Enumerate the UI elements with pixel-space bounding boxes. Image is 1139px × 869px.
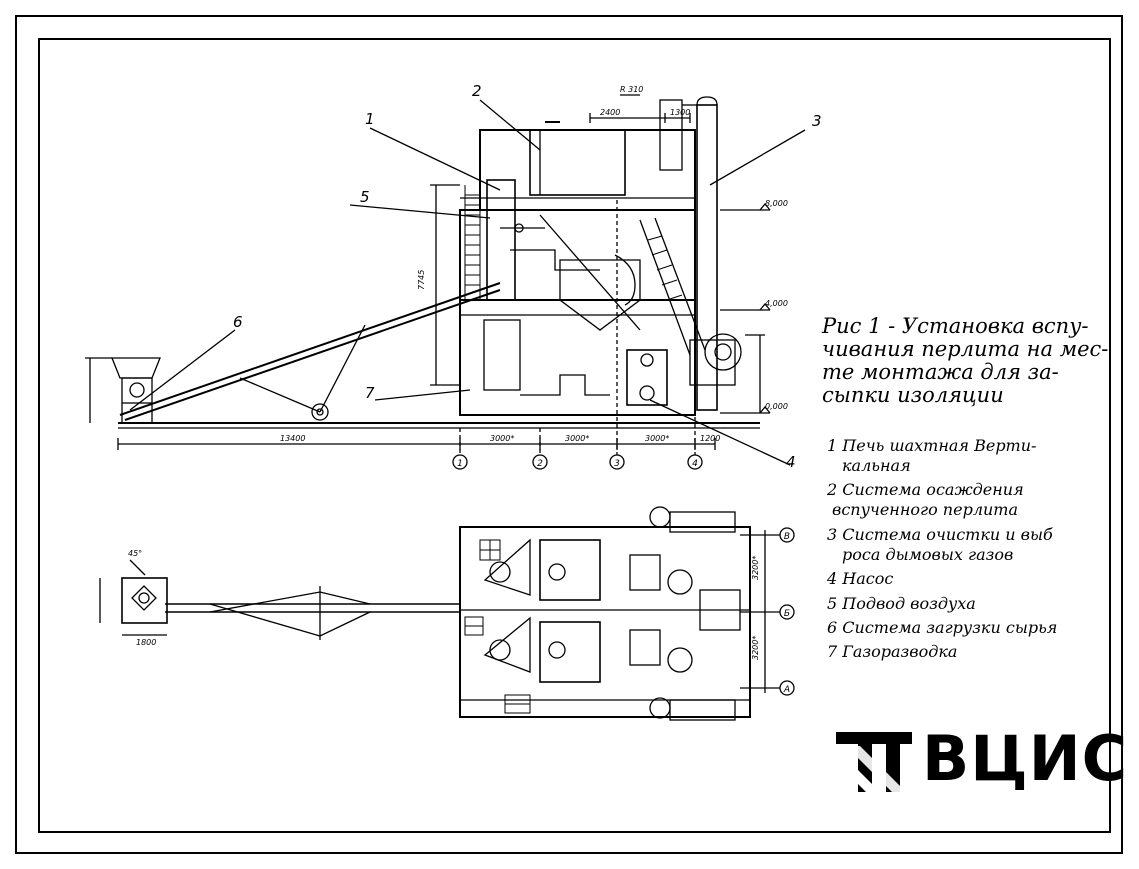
dim-top2: 1300 [670,108,690,117]
legend-item: 1 Печь шахтная Верти- [827,436,1037,455]
callout-1: 1 [365,110,375,128]
dim-top1: 2400 [600,108,620,117]
figure-title-line-1: Рис 1 - Установка вспу- [822,314,1089,338]
outer-frame [15,15,1123,854]
elev-mid: 4,000 [765,299,788,308]
dim-plan-v1: 3200* [751,556,760,580]
axis-label-4: 4 [692,459,698,469]
dim-plan-w: 1800 [136,638,156,647]
callout-3: 3 [812,112,822,130]
legend-item: вспученного перлита [832,500,1019,519]
plan-axis-a: А [783,685,790,695]
legend-item: кальная [842,456,911,475]
logo-text: ВЦИС [922,722,1129,795]
axis-label-1: 1 [457,459,463,469]
elevation-view [85,94,806,470]
dim-radius: R 310 [620,85,643,94]
dim-span2: 3000* [565,434,589,443]
logo-emblem [836,732,912,792]
dim-span1: 3000* [490,434,514,443]
legend-item: 7 Газоразводка [827,642,958,661]
figure-title-line-4: сыпки изоляции [822,383,1004,407]
dim-height: 7745 [417,270,426,290]
figure-title-line-3: те монтажа для за- [822,360,1059,384]
callout-5: 5 [360,188,370,206]
legend-item: 5 Подвод воздуха [827,594,976,613]
elev-zero: 0,000 [765,402,788,411]
legend-item: роса дымовых газов [842,545,1014,564]
dim-plan-v2: 3200* [751,636,760,660]
plan-axis-b: Б [784,609,790,619]
elev-top: 8,000 [765,199,788,208]
callout-7: 7 [365,384,375,402]
axis-label-3: 3 [614,459,620,469]
legend-item: 4 Насос [827,569,894,588]
legend-item: 2 Система осаждения [827,480,1024,499]
plan-view [99,506,795,721]
inner-frame [38,38,1111,833]
dim-end: 1200 [700,434,720,443]
legend-item: 3 Система очистки и выб [827,525,1053,544]
figure-title-line-2: чивания перлита на мес- [822,337,1109,361]
callout-4: 4 [786,453,796,471]
legend-item: 6 Система загрузки сырья [827,618,1058,637]
dim-span3: 3000* [645,434,669,443]
callout-6: 6 [233,313,243,331]
callout-2: 2 [472,82,482,100]
dim-overall: 13400 [280,434,305,443]
dim-plan-angle: 45° [128,549,142,558]
axis-label-2: 2 [537,459,543,469]
plan-axis-v: В [784,532,790,542]
